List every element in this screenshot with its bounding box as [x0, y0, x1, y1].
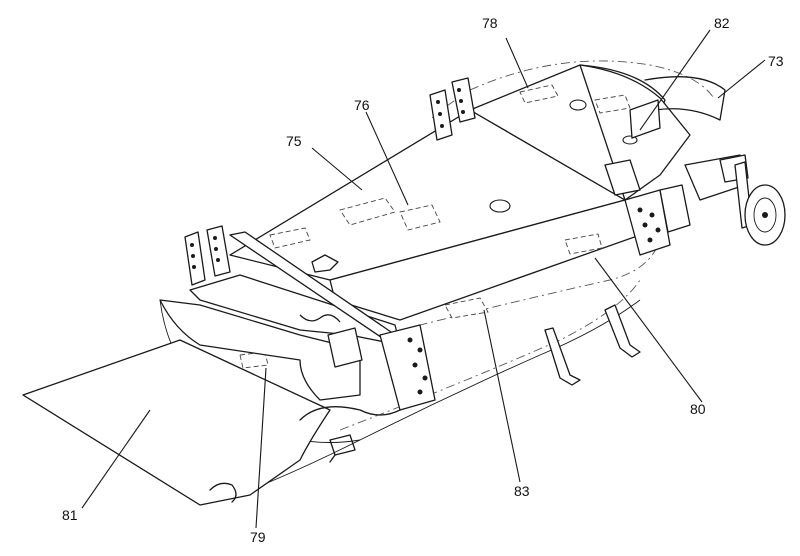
callout-81: 81: [62, 507, 78, 523]
belt-cover-rim: [629, 76, 726, 139]
callout-76: 76: [354, 97, 370, 113]
callout-75: 75: [286, 133, 302, 149]
callout-82: 82: [714, 15, 730, 31]
callout-80: 80: [690, 401, 706, 417]
callout-labels: 73 75 76 78 79 80 81 82 83: [62, 15, 784, 545]
callout-79: 79: [250, 529, 266, 545]
side-hanger-tabs: [544, 304, 641, 386]
right-side-brackets: [604, 159, 691, 256]
gauge-wheel-assembly: [684, 154, 786, 246]
discharge-chute: [22, 274, 401, 506]
leader-lines: [81, 29, 766, 529]
callout-73: 73: [768, 53, 784, 69]
rear-height-brackets: [429, 77, 476, 141]
deck-knob: [311, 254, 339, 273]
front-right-brackets: [327, 324, 436, 411]
callout-83: 83: [514, 483, 530, 499]
callout-78: 78: [482, 15, 498, 31]
left-height-brackets: [184, 225, 231, 286]
